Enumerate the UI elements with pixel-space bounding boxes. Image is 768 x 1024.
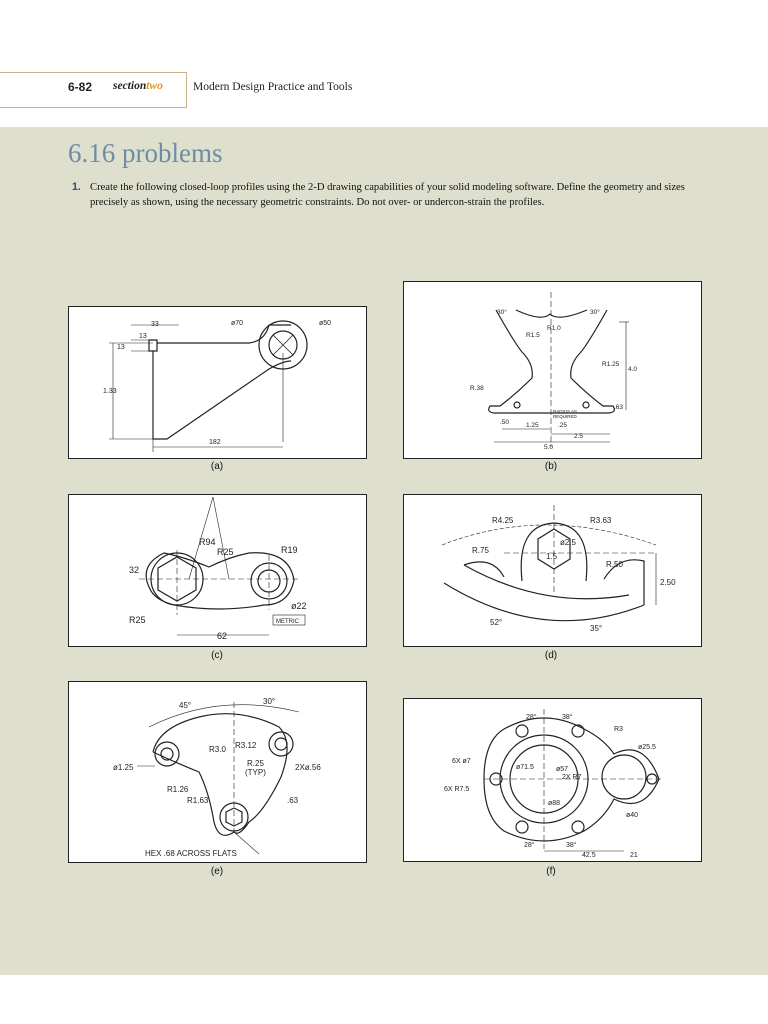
page-number: 6-82: [68, 80, 93, 94]
angle-38-bottom: 38°: [566, 841, 577, 849]
dim-dia70: ø70: [231, 320, 243, 327]
angle-30-left: 30°: [497, 308, 507, 316]
dim-r425: R4.25: [492, 516, 514, 525]
dim-182: 182: [209, 439, 221, 446]
dim-13-top: 13: [139, 333, 147, 340]
dim-dia255: ø25.5: [638, 744, 656, 751]
dim-dia57: ø57: [556, 766, 568, 773]
angle-35: 35°: [590, 624, 602, 633]
caption-d: (d): [544, 650, 558, 661]
problem-1: 1. Create the following closed-loop prof…: [72, 180, 712, 210]
figure-a-drawing: 33 13 13 1.33 ø70 ø50 182: [103, 320, 331, 452]
angle-28-top: 28°: [526, 713, 537, 721]
dim-21: 21: [630, 852, 638, 859]
dim-62: 62: [217, 631, 227, 641]
angle-30: 30°: [263, 697, 275, 706]
dim-r163: R1.63: [187, 796, 209, 805]
dim-dia22: ø22: [291, 601, 307, 611]
dim-63: .63: [614, 404, 623, 411]
dim-33: 33: [151, 321, 159, 328]
running-title: Modern Design Practice and Tools: [193, 81, 353, 93]
figure-f-drawing: 28° 38° R3 ø25.5 6X ø7 ø71.5 ø57 2X R7 6…: [444, 709, 664, 859]
dim-6x-r75: 6X R7.5: [444, 786, 469, 793]
angle-45: 45°: [179, 701, 191, 710]
dim-25: 2.5: [574, 433, 583, 440]
caption-e: (e): [210, 866, 224, 877]
dim-2x-r7: 2X R7: [562, 774, 582, 781]
dim-50: 5.0: [544, 444, 553, 451]
dim-r75: R.75: [472, 546, 489, 555]
section-title: 6.16 problems: [68, 138, 223, 168]
problem-number: 1.: [72, 181, 81, 193]
figure-d-drawing: R4.25 R3.63 ø2.5 R.75 1.5 R.50 2.50 52° …: [441, 505, 676, 633]
dim-250: 2.50: [660, 578, 676, 587]
caption-c: (c): [211, 650, 223, 661]
dim-2x-dia56: 2Xø.56: [295, 763, 321, 772]
dim-25s: .25: [558, 422, 567, 429]
dim-r126: R1.26: [167, 785, 189, 794]
dim-40: 4.0: [628, 366, 637, 373]
note-required: REQUIRED: [553, 414, 578, 419]
figure-e: 45° 30° R3.0 R3.12 ø1.25 R.25 (TYP) 2Xø.…: [68, 681, 367, 863]
dim-6x-dia7: 6X ø7: [452, 758, 471, 765]
dim-125: 1.25: [526, 422, 539, 429]
dim-r10: R1.0: [547, 325, 561, 332]
dim-r15: R1.5: [526, 332, 540, 339]
dim-r19: R19: [281, 545, 298, 555]
caption-a: (a): [210, 461, 224, 472]
dim-133: 1.33: [103, 388, 117, 395]
dim-dia88: ø88: [548, 800, 560, 807]
dim-r25: R.25: [247, 759, 264, 768]
dim-15: 1.5: [546, 552, 558, 561]
figure-b: 30° 30° R1.5 R1.0 R1.25 4.0 R.38 RADIUS …: [403, 281, 702, 459]
note-hex: HEX .68 ACROSS FLATS: [145, 849, 237, 858]
dim-r50: R.50: [606, 560, 623, 569]
angle-52: 52°: [490, 618, 502, 627]
dim-13-side: 13: [117, 344, 125, 351]
dim-dia25: ø2.5: [560, 538, 577, 547]
angle-28-bottom: 28°: [524, 841, 535, 849]
angle-30-right: 30°: [590, 308, 600, 316]
dim-r38: R.38: [470, 385, 484, 392]
caption-b: (b): [544, 461, 558, 472]
dim-r312: R3.12: [235, 741, 257, 750]
dim-r363: R3.63: [590, 516, 612, 525]
dim-dia50: ø50: [319, 320, 331, 327]
figure-b-drawing: 30° 30° R1.5 R1.0 R1.25 4.0 R.38 RADIUS …: [470, 292, 637, 451]
figure-f: 28° 38° R3 ø25.5 6X ø7 ø71.5 ø57 2X R7 6…: [403, 698, 702, 862]
dim-dia40: ø40: [626, 812, 638, 819]
dim-dia715: ø71.5: [516, 764, 534, 771]
dim-r30: R3.0: [209, 745, 226, 754]
note-radius: RADIUS AS: [553, 409, 577, 414]
figure-e-drawing: 45° 30° R3.0 R3.12 ø1.25 R.25 (TYP) 2Xø.…: [113, 697, 321, 858]
dim-typ: (TYP): [245, 768, 266, 777]
figure-c: R94 R25 R19 32 R25 ø22 62 METRIC: [68, 494, 367, 647]
dim-425: 42.5: [582, 852, 596, 859]
figure-d: R4.25 R3.63 ø2.5 R.75 1.5 R.50 2.50 52° …: [403, 494, 702, 647]
dim-r25-bottom: R25: [129, 615, 146, 625]
dim-r3: R3: [614, 726, 623, 733]
section-label: sectiontwo: [113, 80, 163, 92]
caption-f: (f): [546, 866, 556, 877]
dim-32: 32: [129, 565, 139, 575]
header-box: [0, 72, 187, 108]
dim-r125: R1.25: [602, 361, 620, 368]
angle-38-top: 38°: [562, 713, 573, 721]
dim-r94: R94: [199, 537, 216, 547]
dim-dia125: ø1.25: [113, 763, 134, 772]
figure-c-drawing: R94 R25 R19 32 R25 ø22 62 METRIC: [129, 496, 307, 641]
dim-r25-top: R25: [217, 547, 234, 557]
dim-50s: .50: [500, 419, 509, 426]
figure-a: 33 13 13 1.33 ø70 ø50 182: [68, 306, 367, 459]
dim-63: .63: [287, 796, 299, 805]
problem-text: Create the following closed-loop profile…: [90, 182, 685, 208]
section-prefix: section: [113, 80, 147, 92]
section-suffix: two: [146, 80, 163, 92]
metric-tag: METRIC: [276, 619, 300, 625]
